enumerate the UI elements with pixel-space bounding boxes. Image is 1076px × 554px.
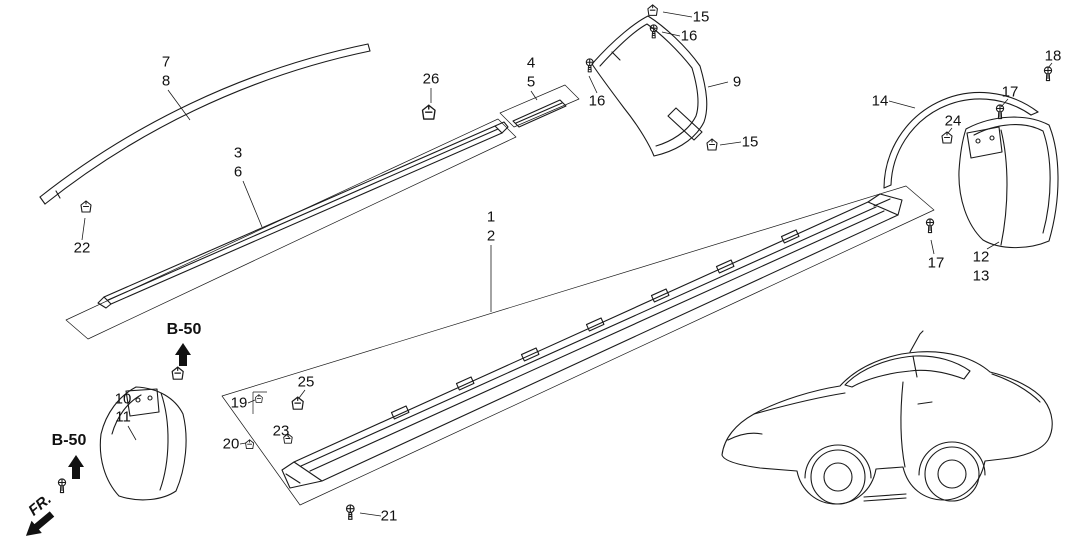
callout-part-19: 19 — [230, 394, 248, 412]
clip-20 — [245, 439, 255, 450]
callout-part-3: 3 — [233, 144, 243, 162]
b50-upper-arrow-icon — [175, 343, 191, 366]
callout-part-23: 23 — [272, 422, 290, 440]
mud-guard-left — [99, 386, 187, 501]
callout-part-13: 13 — [972, 267, 990, 285]
callout-part-26: 26 — [422, 70, 440, 88]
section-ref-b50-lower: B-50 — [51, 432, 87, 449]
clip-26 — [421, 104, 436, 120]
callout-part-18: 18 — [1044, 47, 1062, 65]
callout-part-1: 1 — [486, 208, 496, 226]
car-sketch — [721, 330, 1053, 505]
callout-part-17-b: 17 — [927, 254, 945, 272]
screw-21 — [345, 504, 355, 520]
screw-18 — [1043, 66, 1053, 82]
callout-part-7: 7 — [161, 53, 171, 71]
callout-part-15-b: 15 — [741, 133, 759, 151]
callout-part-4: 4 — [526, 54, 536, 72]
callout-part-15-a: 15 — [692, 8, 710, 26]
b50-lower-arrow-icon — [68, 455, 84, 479]
callout-part-9: 9 — [732, 73, 742, 91]
callout-part-11: 11 — [115, 408, 131, 426]
callout-part-10: 10 — [114, 390, 132, 408]
clip-25 — [291, 396, 304, 410]
callout-part-8: 8 — [161, 72, 171, 90]
clip-19 — [255, 394, 263, 403]
screw-16-left — [585, 58, 594, 73]
fr-arrow-icon — [25, 511, 55, 536]
callout-part-2: 2 — [486, 227, 496, 245]
roof-drip-molding — [39, 43, 371, 205]
section-ref-b50-upper: B-50 — [166, 321, 202, 338]
b50-lower-screw — [57, 478, 67, 494]
b50-upper-clip — [171, 366, 184, 380]
callout-part-24: 24 — [944, 112, 962, 130]
callout-part-17-a: 17 — [1001, 83, 1019, 101]
clip-19-bracket — [252, 391, 267, 414]
callout-part-6: 6 — [233, 163, 243, 181]
callout-part-14: 14 — [871, 92, 889, 110]
screw-17-top — [995, 104, 1005, 120]
wheel-arch-protector — [883, 91, 1039, 189]
callout-part-20: 20 — [222, 435, 240, 453]
callout-part-21: 21 — [380, 507, 398, 525]
callout-part-16-a: 16 — [680, 27, 698, 45]
screw-17-mid — [925, 218, 935, 234]
clip-15-top — [647, 4, 658, 16]
clip-15-right — [706, 138, 718, 151]
callout-part-5: 5 — [526, 73, 536, 91]
side-protector-molding-upper — [65, 118, 517, 340]
mud-guard-right — [958, 116, 1059, 249]
callout-part-25: 25 — [297, 373, 315, 391]
leader-lines — [81, 11, 1053, 517]
sash-molding — [499, 84, 580, 128]
side-sill-garnish — [221, 185, 935, 506]
clip-22 — [80, 200, 92, 213]
clip-24 — [941, 131, 953, 144]
pillar-garnish — [591, 15, 708, 157]
callout-part-12: 12 — [972, 248, 990, 266]
callout-part-16-b: 16 — [588, 92, 606, 110]
callout-part-22: 22 — [73, 239, 91, 257]
